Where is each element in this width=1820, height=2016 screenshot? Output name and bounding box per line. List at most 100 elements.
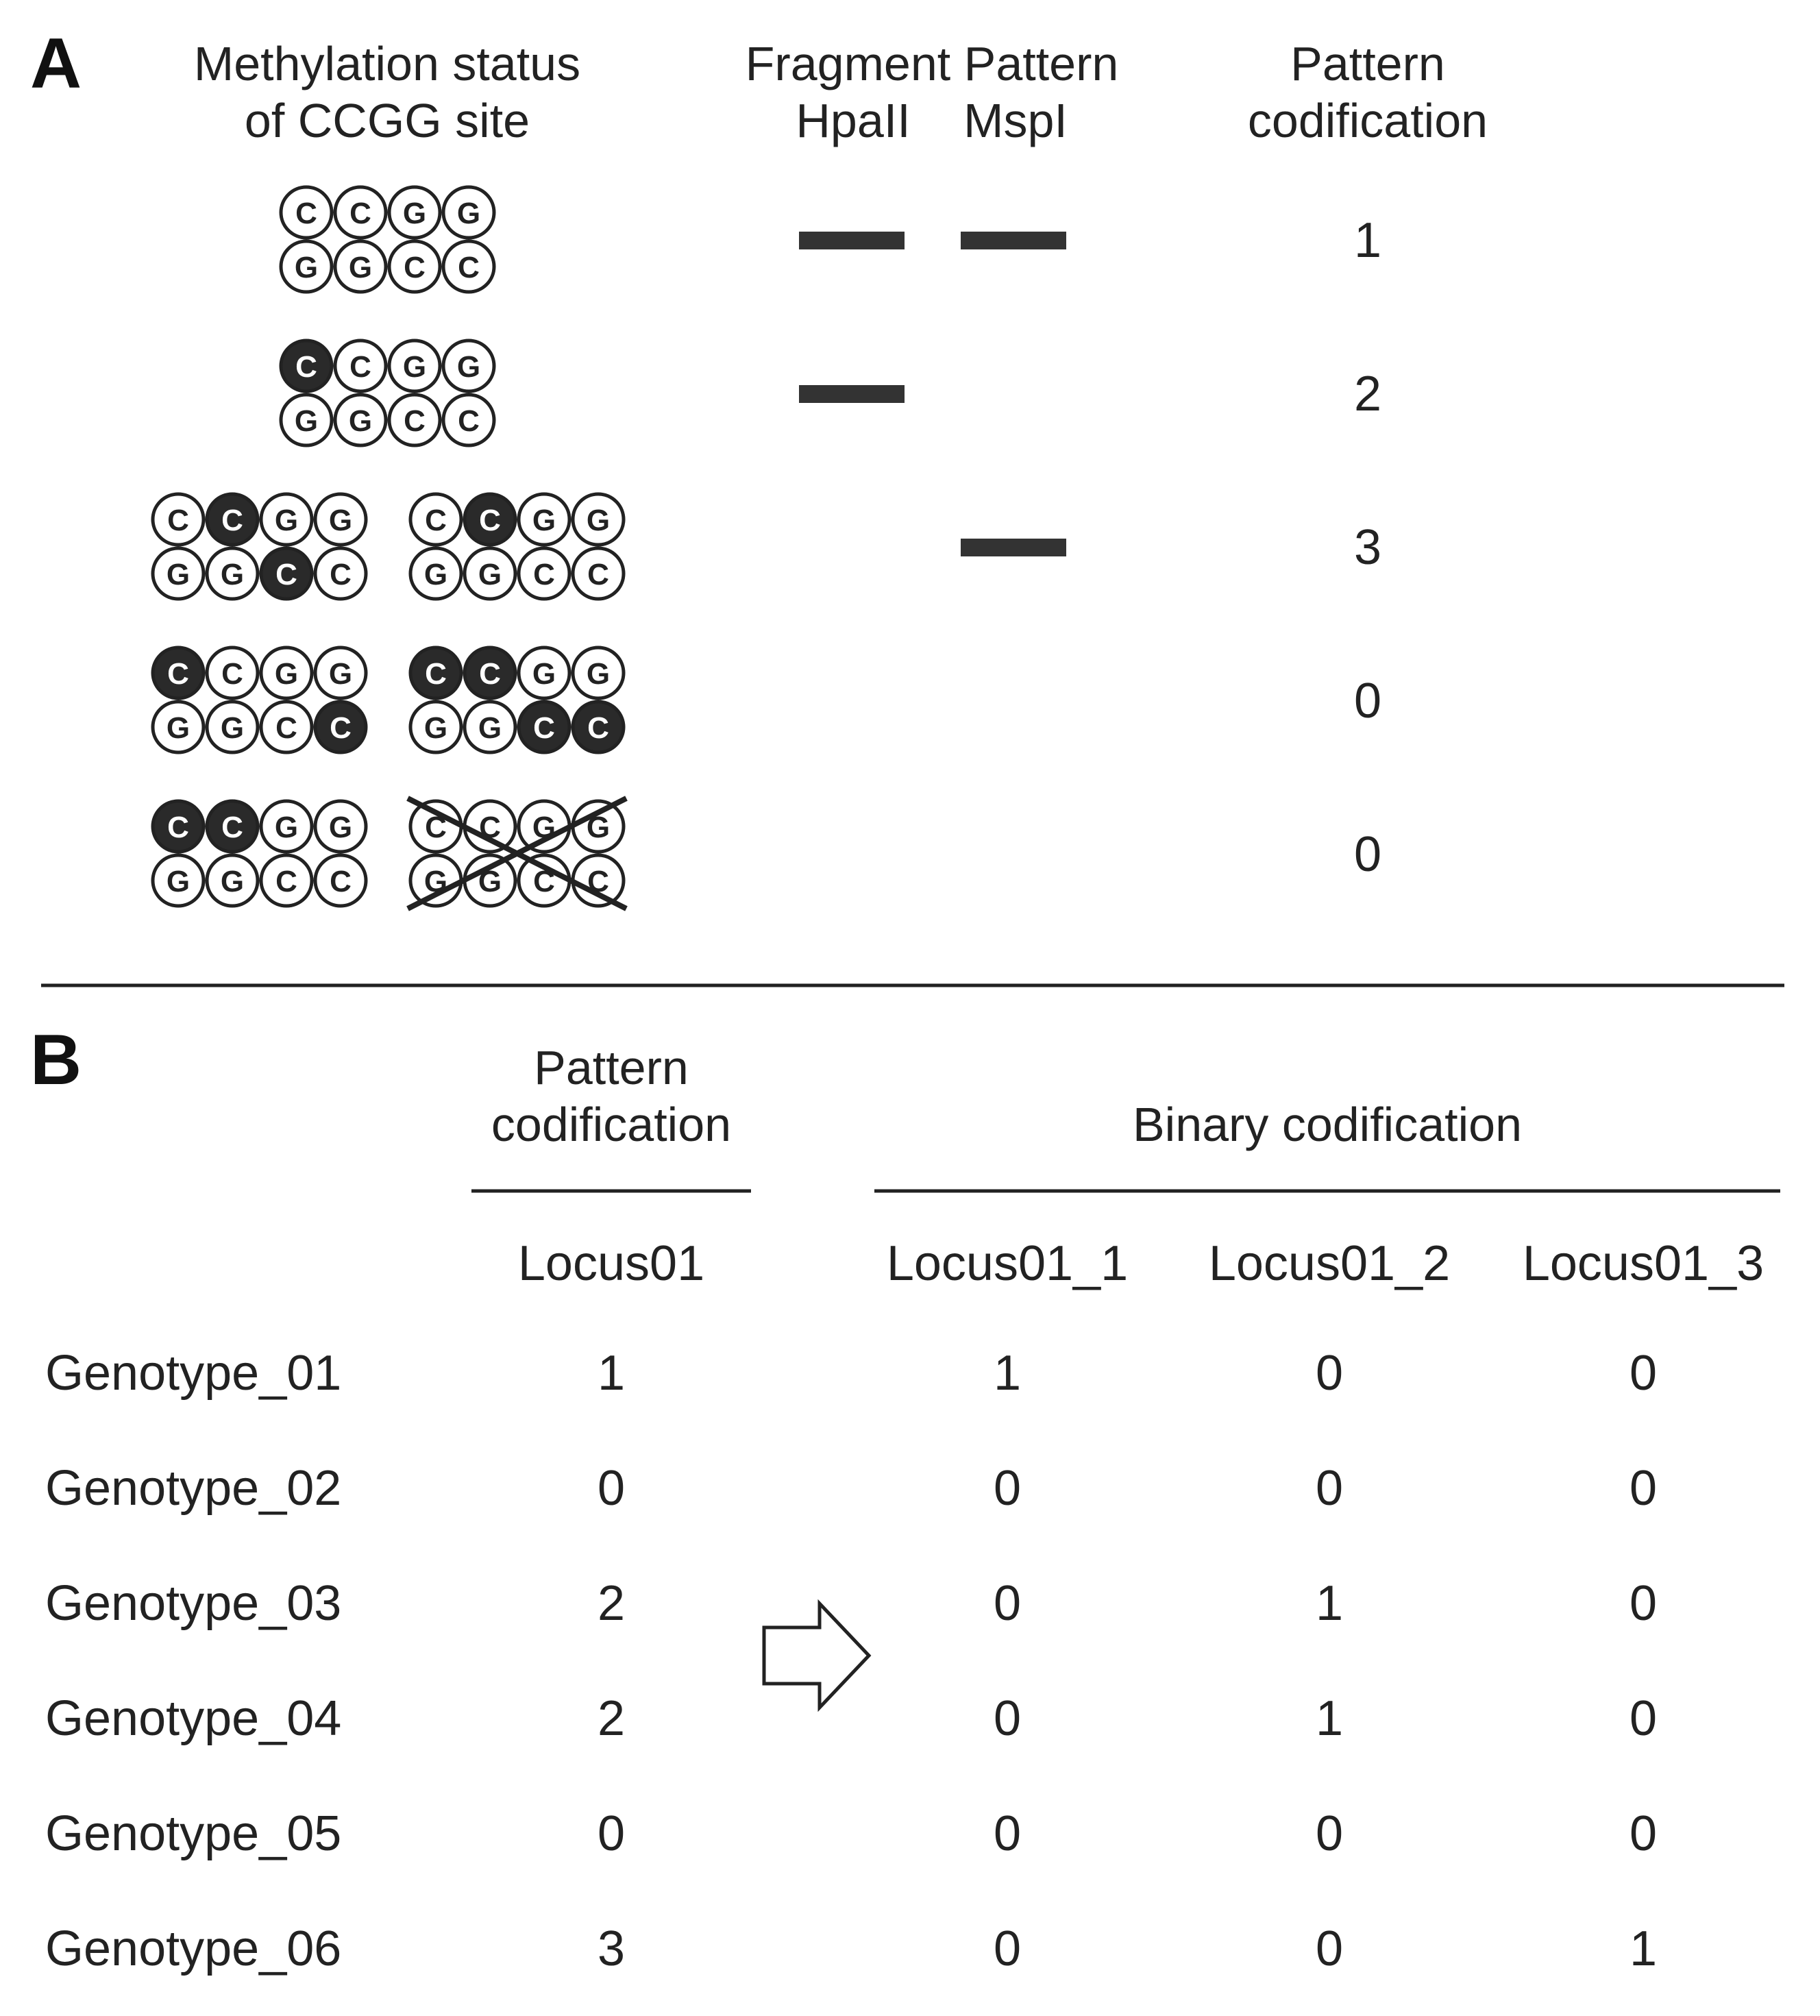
methylation-status-header-line2: of CCGG site	[245, 94, 530, 147]
base-letter: G	[221, 558, 244, 591]
base-circle	[387, 393, 442, 447]
base-circle	[259, 853, 314, 908]
methylated-base-circle	[408, 646, 463, 700]
genotype-label: Genotype_02	[45, 1461, 341, 1516]
methylated-base-circle	[259, 546, 314, 601]
binary-value: 0	[1630, 1346, 1657, 1401]
base-letter: C	[330, 558, 352, 591]
base-letter: C	[533, 711, 555, 745]
pattern-code: 2	[1354, 367, 1381, 421]
base-circle	[313, 853, 368, 908]
base-letter: C	[221, 811, 243, 844]
base-letter: G	[295, 251, 318, 284]
base-letter: G	[221, 711, 244, 745]
binary-codification-group: Binary codification	[1133, 1098, 1522, 1151]
methylated-base-circle	[151, 799, 206, 854]
base-letter: C	[275, 711, 297, 745]
base-circle	[571, 546, 626, 601]
base-letter: C	[295, 350, 317, 384]
panel-b-label: B	[30, 1020, 82, 1100]
base-letter: C	[349, 350, 371, 384]
pattern-code: 1	[1354, 213, 1381, 268]
base-letter: C	[479, 504, 501, 537]
cross-out-line	[406, 796, 628, 911]
base-letter: C	[275, 558, 297, 591]
pattern-value: 1	[598, 1346, 625, 1401]
pattern-value: 2	[598, 1576, 625, 1631]
pattern-codification-group-line2: codification	[491, 1098, 731, 1151]
base-circle	[205, 646, 260, 700]
base-circle	[408, 700, 463, 754]
base-circle	[441, 185, 496, 240]
base-letter: C	[425, 504, 447, 537]
base-circle	[279, 185, 334, 240]
base-letter: G	[532, 657, 556, 691]
genotype-label: Genotype_03	[45, 1576, 341, 1631]
base-letter: G	[403, 350, 426, 384]
pattern-codification-header-line2: codification	[1248, 94, 1488, 147]
base-letter: G	[349, 251, 372, 284]
base-circle	[387, 185, 442, 240]
binary-value: 0	[1630, 1806, 1657, 1861]
base-letter: C	[458, 404, 480, 438]
base-circle	[333, 339, 388, 393]
base-circle	[279, 393, 334, 447]
binary-value: 0	[1630, 1691, 1657, 1746]
base-letter: G	[329, 811, 352, 844]
column-header-locus01: Locus01	[518, 1236, 704, 1291]
pattern-codification-header-line1: Pattern	[1290, 37, 1445, 90]
base-letter: G	[478, 711, 502, 745]
binary-value: 0	[994, 1576, 1021, 1631]
base-letter: G	[457, 197, 480, 230]
binary-value: 0	[994, 1461, 1021, 1516]
base-letter: C	[330, 865, 352, 898]
methylated-base-circle	[463, 492, 517, 547]
panel-a-label: A	[30, 24, 82, 103]
binary-value: 0	[1630, 1461, 1657, 1516]
base-letter: G	[221, 865, 244, 898]
base-letter: G	[587, 657, 610, 691]
base-letter: C	[533, 558, 555, 591]
methylated-base-circle	[205, 799, 260, 854]
pattern-code: 0	[1354, 827, 1381, 882]
base-circle	[517, 492, 571, 547]
base-letter: C	[425, 657, 447, 691]
methylated-base-circle	[205, 492, 260, 547]
base-circle	[279, 239, 334, 294]
base-letter: G	[167, 558, 190, 591]
base-letter: G	[403, 197, 426, 230]
base-letter: G	[329, 657, 352, 691]
base-circle	[517, 646, 571, 700]
binary-value: 0	[994, 1921, 1021, 1976]
fragment-pattern-header: Fragment Pattern	[746, 37, 1119, 90]
pattern-value: 0	[598, 1806, 625, 1861]
binary-value: 0	[994, 1806, 1021, 1861]
base-circle	[313, 492, 368, 547]
base-circle	[463, 700, 517, 754]
binary-value: 1	[1316, 1691, 1343, 1746]
base-letter: C	[221, 657, 243, 691]
base-circle	[259, 700, 314, 754]
methylated-base-circle	[279, 339, 334, 393]
base-letter: G	[478, 558, 502, 591]
base-letter: G	[167, 711, 190, 745]
base-letter: C	[167, 504, 189, 537]
base-letter: C	[275, 865, 297, 898]
base-circle	[313, 546, 368, 601]
binary-value: 0	[1630, 1576, 1657, 1631]
pattern-code: 3	[1354, 520, 1381, 575]
right-arrow-icon	[762, 1599, 872, 1712]
